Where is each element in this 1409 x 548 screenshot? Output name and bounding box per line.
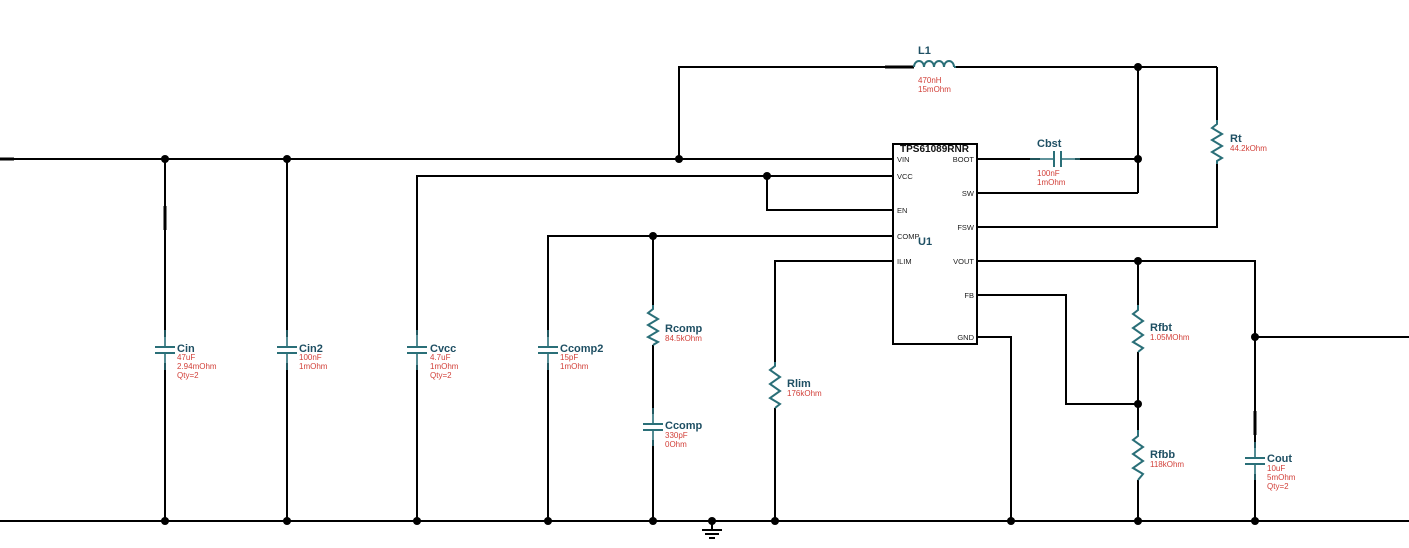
capacitor-ccomp[interactable]: Ccomp 330pF 0Ohm [643, 408, 703, 449]
rfbt-value-1: 1.05MOhm [1150, 333, 1190, 342]
cbst-value-2: 1mOhm [1037, 178, 1066, 187]
ccomp2-label: Ccomp2 [560, 343, 603, 355]
ccomp-value-2: 0Ohm [665, 440, 687, 449]
ccomp2-value-1: 15pF [560, 353, 578, 362]
rfbb-value-1: 118kOhm [1150, 460, 1184, 469]
capacitor-cbst[interactable]: Cbst 100nF 1mOhm [1030, 138, 1080, 187]
ic-reference: U1 [918, 236, 932, 248]
pin-gnd: GND [957, 333, 974, 342]
pin-ilim: ILIM [897, 257, 912, 266]
pin-vcc: VCC [897, 172, 913, 181]
rt-label: Rt [1230, 133, 1242, 145]
ic-part-number: TPS61089RNR [900, 144, 970, 155]
capacitor-cvcc[interactable]: Cvcc 4.7uF 1mOhm Qty=2 [407, 330, 459, 380]
rt-value-1: 44.2kOhm [1230, 144, 1267, 153]
l1-label: L1 [918, 45, 931, 57]
cin-value-2: 2.94mOhm [177, 362, 217, 371]
inductor-l1[interactable]: L1 470nH 15mOhm [885, 45, 956, 94]
resistor-rt[interactable]: Rt 44.2kOhm [1210, 120, 1267, 164]
cbst-value-1: 100nF [1037, 169, 1060, 178]
cvcc-value-2: 1mOhm [430, 362, 459, 371]
cvcc-value-1: 4.7uF [430, 353, 451, 362]
cbst-label: Cbst [1037, 138, 1062, 150]
pin-fb: FB [964, 291, 974, 300]
resistor-rlim[interactable]: Rlim 176kOhm [768, 362, 822, 409]
pin-fsw: FSW [957, 223, 975, 232]
pin-sw: SW [962, 189, 975, 198]
junction-dots [161, 63, 1259, 525]
ccomp-value-1: 330pF [665, 431, 688, 440]
cin2-value-1: 100nF [299, 353, 322, 362]
ic-u1[interactable]: TPS61089RNR U1 VIN VCC EN COMP ILIM BOOT… [892, 143, 978, 345]
cvcc-label: Cvcc [430, 343, 456, 355]
cout-value-3: Qty=2 [1267, 482, 1289, 491]
rlim-label: Rlim [787, 378, 811, 390]
ccomp2-value-2: 1mOhm [560, 362, 589, 371]
pin-vout: VOUT [953, 257, 974, 266]
resistor-rcomp[interactable]: Rcomp 84.5kOhm [645, 305, 703, 346]
cin-value-1: 47uF [177, 353, 195, 362]
cout-value-2: 5mOhm [1267, 473, 1296, 482]
capacitor-cout[interactable]: Cout 10uF 5mOhm Qty=2 [1245, 411, 1296, 491]
cvcc-value-3: Qty=2 [430, 371, 452, 380]
ground-icon [702, 521, 722, 539]
capacitor-ccomp2[interactable]: Ccomp2 15pF 1mOhm [538, 330, 603, 371]
l1-value-2: 15mOhm [918, 85, 951, 94]
resistor-rfbt[interactable]: Rfbt 1.05MOhm [1131, 305, 1190, 353]
rcomp-label: Rcomp [665, 323, 703, 335]
capacitor-cin2[interactable]: Cin2 100nF 1mOhm [277, 330, 328, 371]
pin-boot: BOOT [953, 155, 975, 164]
pin-vin: VIN [897, 155, 910, 164]
cin2-label: Cin2 [299, 343, 323, 355]
wires [0, 66, 1409, 522]
ccomp-label: Ccomp [665, 420, 703, 432]
rfbt-label: Rfbt [1150, 322, 1172, 334]
resistor-rfbb[interactable]: Rfbb 118kOhm [1131, 430, 1184, 481]
rlim-value-1: 176kOhm [787, 389, 822, 398]
cin-value-3: Qty=2 [177, 371, 199, 380]
rcomp-value-1: 84.5kOhm [665, 334, 702, 343]
cin2-value-2: 1mOhm [299, 362, 328, 371]
cout-value-1: 10uF [1267, 464, 1285, 473]
pin-en: EN [897, 206, 907, 215]
cout-label: Cout [1267, 453, 1292, 465]
pin-comp: COMP [897, 232, 920, 241]
l1-value-1: 470nH [918, 76, 942, 85]
rfbb-label: Rfbb [1150, 449, 1175, 461]
cin-label: Cin [177, 343, 195, 355]
capacitor-cin[interactable]: Cin 47uF 2.94mOhm Qty=2 [155, 206, 217, 380]
